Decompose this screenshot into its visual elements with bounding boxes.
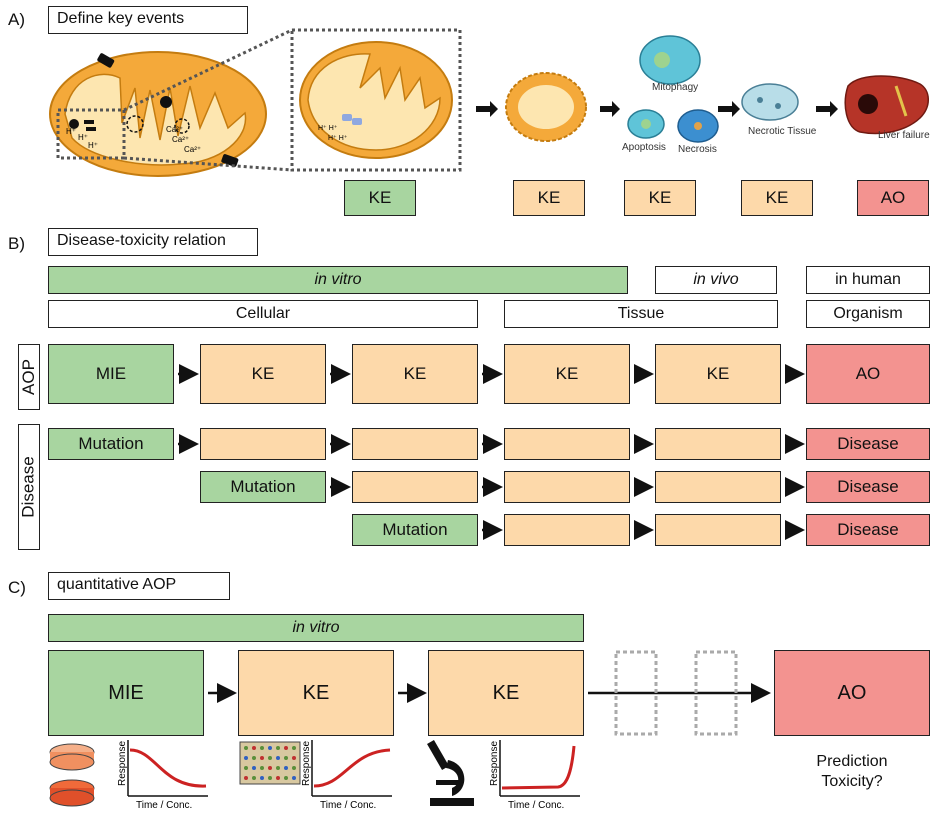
panel-c-graphics [49,650,771,807]
response-curve [313,748,391,788]
hplus-label: H⁺ [66,127,76,136]
panel-b-arrows [178,364,805,540]
apoptosis-label: Apoptosis [622,142,666,153]
in-vivo-bar: in vivo [655,266,777,294]
svg-text:H⁺ H⁺: H⁺ H⁺ [328,135,348,142]
disease-row1-mutation: Mutation [48,428,174,460]
swollen-mitochondrion-icon [505,72,587,142]
svg-text:Response: Response [489,741,500,786]
svg-text:H⁺ H⁺: H⁺ H⁺ [318,125,338,132]
disease-row2-cell-4 [504,471,630,503]
placeholder-box-1 [614,650,658,736]
disease-row3-disease: Disease [806,514,930,546]
panel-c-letter: C) [8,578,26,597]
panel-a-ke-box-1: KE [344,180,416,216]
placeholder-box-2 [694,650,738,736]
liver-icon [844,75,929,135]
panel-a-letter: A) [8,10,25,29]
aop-row-label: AOP [18,344,40,410]
aop-ke-box-2: KE [352,344,478,404]
microscope-icon [427,740,474,806]
qaop-mie-box: MIE [48,650,204,736]
panel-a-illustration: H⁺ H⁺ H⁺ Ca²⁺ Ca²⁺ Ca²⁺ H⁺ H⁺ H⁺ H⁺ [49,28,930,177]
svg-text:H⁺: H⁺ [88,141,98,150]
panel-b-title: Disease-toxicity relation [48,228,258,256]
cellular-bar: Cellular [48,300,478,328]
qaop-ke-box-2: KE [428,650,584,736]
aop-ao-box: AO [806,344,930,404]
disease-row1-cell-5 [655,428,781,460]
disease-row2-cell-3 [352,471,478,503]
disease-row3-cell-4 [504,514,630,546]
panel-c-title: quantitative AOP [48,572,230,600]
qaop-ao-box: AO [774,650,930,736]
necrotic-tissue-label: Necrotic Tissue [748,126,817,137]
x-axis-label: Time / Conc. [136,800,192,810]
organism-bar: Organism [806,300,930,328]
panel-a-ke-box-2: KE [513,180,585,216]
y-axis-label: Response [117,741,128,786]
aop-ke-box-3: KE [504,344,630,404]
exponential-chart: Response Time / Conc. [489,740,580,810]
petri-dish-icon [49,743,95,807]
microplate-icon [239,741,301,785]
zoom-mitochondrion-icon: H⁺ H⁺ H⁺ H⁺ [290,28,462,172]
in-human-bar: in human [806,266,930,294]
in-vitro-bar: in vitro [48,266,628,294]
svg-text:Ca²⁺: Ca²⁺ [184,145,201,154]
disease-row1-cell-2 [200,428,326,460]
response-curve [501,745,576,790]
panel-a-ao-box: AO [857,180,929,216]
disease-row1-cell-4 [504,428,630,460]
response-curve [129,748,207,788]
panel-a-ke-box-3: KE [624,180,696,216]
disease-row-label: Disease [18,424,40,550]
svg-text:H⁺: H⁺ [78,133,88,142]
tissue-bar: Tissue [504,300,778,328]
liver-failure-label: Liver failure [878,130,930,141]
mitochondrion-icon: H⁺ H⁺ H⁺ Ca²⁺ Ca²⁺ Ca²⁺ [49,28,293,177]
sigmoid-up-chart: Response Time / Conc. [301,740,392,810]
qaop-ke-box-1: KE [238,650,394,736]
panel-c-in-vitro-bar: in vitro [48,614,584,642]
disease-row2-mutation: Mutation [200,471,326,503]
aop-ke-box-4: KE [655,344,781,404]
mitophagy-label: Mitophagy [652,82,698,93]
svg-text:Time / Conc.: Time / Conc. [320,800,376,810]
svg-text:Ca²⁺: Ca²⁺ [172,135,189,144]
svg-text:Response: Response [301,741,312,786]
svg-text:Time / Conc.: Time / Conc. [508,800,564,810]
disease-row2-disease: Disease [806,471,930,503]
aop-mie-box: MIE [48,344,174,404]
prediction-text: Prediction Toxicity? [816,753,888,790]
panel-b-letter: B) [8,234,25,253]
disease-row1-cell-3 [352,428,478,460]
necrosis-label: Necrosis [678,144,717,155]
sigmoid-down-chart: Response Time / Conc. [117,740,208,810]
ca-label: Ca²⁺ [166,125,183,134]
disease-row3-cell-5 [655,514,781,546]
disease-row2-cell-5 [655,471,781,503]
aop-ke-box-1: KE [200,344,326,404]
disease-row1-disease: Disease [806,428,930,460]
cell-icons [627,35,799,143]
panel-a-ke-box-4: KE [741,180,813,216]
panel-a-title: Define key events [48,6,248,34]
disease-row3-mutation: Mutation [352,514,478,546]
